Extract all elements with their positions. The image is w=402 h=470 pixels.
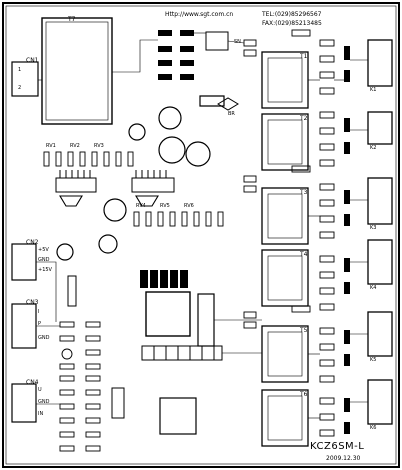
cn3-pin1: I [38, 309, 40, 315]
channel-inner [267, 57, 303, 441]
connector-CN4 [11, 383, 37, 423]
fax-label: FAX:(029)85213485 [262, 20, 322, 27]
left-stack [59, 321, 101, 452]
cn1-pin2: 2 [18, 85, 22, 91]
cn1-ref: CN1 [26, 57, 39, 64]
heatsink-U1 [55, 170, 97, 207]
transformer-T7 [41, 17, 113, 125]
cn4-pin2: GND [38, 399, 50, 405]
cn3-pin3: GND [38, 335, 50, 341]
rv1-ref: RV1 [46, 143, 56, 149]
k3-ref: K3 [370, 225, 377, 231]
cn4-pin1: U [38, 387, 42, 393]
dip-row [141, 345, 223, 361]
diode-column [344, 46, 350, 434]
heatsink-U2 [131, 170, 175, 207]
t5-ref: T5 [300, 327, 308, 334]
bridge-ref: BR [228, 111, 235, 117]
bridge-symbol [217, 97, 239, 111]
channel-column [261, 51, 309, 447]
ic-lower [159, 397, 197, 435]
rv6-ref: RV6 [184, 203, 194, 209]
cn2-ref: CN2 [26, 239, 39, 246]
url-label: Http://www.sgt.com.cn [165, 11, 234, 18]
ic-top [205, 31, 229, 51]
resistor-row-1 [43, 151, 134, 167]
t1-ref: T1 [300, 53, 308, 60]
electrolytic-caps [56, 106, 211, 261]
t2-ref: T2 [300, 115, 308, 122]
t3-ref: T3 [300, 189, 308, 196]
cn4-ref: CN4 [26, 379, 39, 386]
transformer-ref: T7 [68, 16, 76, 23]
cn2-pin3: +15V [38, 267, 52, 273]
k4-ref: K4 [370, 285, 377, 291]
regulator-top [199, 95, 225, 107]
ic-bottom-left [111, 387, 125, 419]
resistor-vertical [67, 275, 77, 307]
cn4-pin3: IN [38, 411, 44, 417]
diodes-top [158, 30, 194, 80]
k6-ref: K6 [370, 425, 377, 431]
mid-right-column [319, 39, 335, 437]
k1-ref: K1 [370, 87, 377, 93]
connector-CN3 [11, 303, 37, 349]
model-label: KCZ6SM-L [310, 441, 365, 452]
connector-CN1 [11, 61, 39, 97]
rv3-ref: RV3 [94, 143, 104, 149]
cn1-pin1: 1 [18, 67, 22, 73]
jumper-ref: SN [234, 39, 241, 45]
k2-ref: K2 [370, 145, 377, 151]
cn3-ref: CN3 [26, 299, 39, 306]
cn3-pin2: P [38, 321, 42, 327]
connector-CN2 [11, 243, 37, 281]
sip-header [140, 270, 188, 288]
dip-ic [197, 293, 215, 347]
date-label: 2009.12.30 [326, 455, 361, 462]
t4-ref: T4 [300, 251, 308, 258]
tel-label: TEL:(029)85296567 [262, 11, 322, 18]
rv2-ref: RV2 [70, 143, 80, 149]
rv5-ref: RV5 [160, 203, 170, 209]
cn2-pin2: GND [38, 257, 50, 263]
output-blocks [367, 39, 393, 425]
t6-ref: T6 [300, 391, 308, 398]
rv4-ref: RV4 [136, 203, 146, 209]
traces [36, 32, 368, 419]
k5-ref: K5 [370, 357, 377, 363]
resistor-row-2 [133, 211, 224, 227]
cn2-pin1: +5V [38, 247, 49, 253]
main-ic [145, 291, 191, 337]
channel-side-parts [243, 29, 311, 329]
